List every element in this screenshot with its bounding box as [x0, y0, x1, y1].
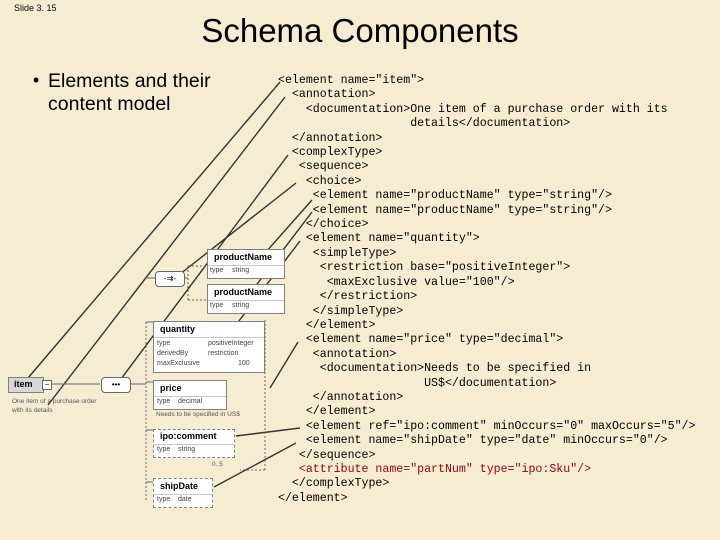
- xml-schema-code: <element name="item"> <annotation> <docu…: [278, 74, 695, 506]
- price-label: price: [160, 383, 182, 393]
- connector-choice: [174, 182, 297, 279]
- code-line: <element name="price" type="decimal">: [278, 333, 564, 347]
- code-line: <annotation>: [278, 88, 376, 102]
- comment-occurs: 0..5: [212, 461, 223, 468]
- sequence-compositor-icon: •••: [101, 377, 131, 393]
- code-line: <attribute name="partNum" type="ipo:Sku"…: [278, 462, 592, 476]
- quantity-row-label: maxExclusive: [157, 360, 200, 367]
- code-line: <element name="productName" type="string…: [278, 203, 612, 217]
- item-element: item: [8, 377, 44, 393]
- price-documentation: Needs to be specified in US$: [156, 411, 240, 418]
- comment-element: ipo:comment type string: [153, 429, 235, 458]
- collapse-icon: −: [42, 380, 52, 390]
- connector-item: [27, 81, 281, 379]
- code-line: </annotation>: [278, 131, 383, 145]
- code-line: <annotation>: [278, 347, 397, 361]
- code-line: US$</documentation>: [278, 376, 557, 390]
- connector-comment: [235, 427, 301, 437]
- code-line: </element>: [278, 318, 376, 332]
- quantity-row-label: type: [157, 340, 171, 347]
- code-line: details</documentation>: [278, 117, 571, 131]
- choice-compositor-icon: -⇉-: [155, 271, 185, 287]
- code-line: <element ref="ipo:comment" minOccurs="0"…: [278, 419, 696, 433]
- quantity-row-value: restriction: [208, 350, 239, 357]
- code-line: <simpleType>: [278, 246, 397, 260]
- shipdate-element: shipDate type date: [153, 478, 213, 508]
- code-line: <element name="shipDate" type="date" min…: [278, 434, 668, 448]
- code-line: </simpleType>: [278, 304, 404, 318]
- product-name-1-type-label: type: [210, 267, 224, 274]
- price-type-label: type: [157, 398, 171, 405]
- quantity-row-value: 100: [238, 360, 250, 367]
- connector-price: [269, 341, 299, 389]
- comment-label: ipo:comment: [160, 431, 217, 441]
- code-line: <element name="productName" type="string…: [278, 189, 612, 203]
- code-line: </restriction>: [278, 290, 418, 304]
- shipdate-type-value: date: [178, 496, 192, 503]
- comment-type-label: type: [157, 446, 171, 453]
- code-line: </element>: [278, 405, 376, 419]
- item-element-name: item: [14, 379, 33, 389]
- code-line: </annotation>: [278, 390, 404, 404]
- quantity-row-value: positiveInteger: [208, 340, 254, 347]
- product-name-2-type-value: string: [232, 302, 250, 309]
- code-line: </complexType>: [278, 477, 390, 491]
- price-type-value: decimal: [178, 398, 203, 405]
- product-name-element-2: productName type string: [207, 284, 285, 314]
- code-line: </choice>: [278, 218, 369, 232]
- code-line: <restriction base="positiveInteger">: [278, 261, 571, 275]
- code-line: <documentation>One item of a purchase or…: [278, 102, 668, 116]
- product-name-1-label: productName: [214, 252, 273, 262]
- code-line: <choice>: [278, 174, 362, 188]
- shipdate-label: shipDate: [160, 481, 199, 491]
- slide-title: Schema Components: [201, 12, 519, 49]
- price-element: price type decimal: [153, 380, 227, 410]
- quantity-label: quantity: [160, 324, 195, 334]
- quantity-element: quantity type positiveInteger derivedBy …: [153, 321, 265, 373]
- slide-number: Slide 3. 15: [14, 3, 57, 13]
- code-line: <complexType>: [278, 146, 383, 160]
- code-line: <maxExclusive value="100"/>: [278, 275, 515, 289]
- product-name-1-type-value: string: [232, 267, 250, 274]
- bullet-marker: •: [33, 70, 40, 90]
- connector-shipdate: [213, 442, 297, 488]
- connector-annotation: [47, 96, 286, 406]
- code-line: <element name="quantity">: [278, 232, 480, 246]
- shipdate-type-label: type: [157, 496, 171, 503]
- code-line: <sequence>: [278, 160, 369, 174]
- quantity-row-label: derivedBy: [157, 350, 189, 357]
- code-line: <documentation>Needs to be specified in: [278, 362, 592, 376]
- product-name-2-label: productName: [214, 287, 273, 297]
- bullet-text: Elements and their content model: [48, 70, 211, 115]
- code-line: <element name="item">: [278, 74, 425, 87]
- code-line: </sequence>: [278, 448, 376, 462]
- code-line: </element>: [278, 491, 348, 505]
- comment-type-value: string: [178, 446, 196, 453]
- product-name-2-type-label: type: [210, 302, 224, 309]
- product-name-element-1: productName type string: [207, 249, 285, 279]
- connector-sequence: [117, 154, 289, 384]
- item-documentation: One item of a purchase order with its de…: [12, 398, 97, 414]
